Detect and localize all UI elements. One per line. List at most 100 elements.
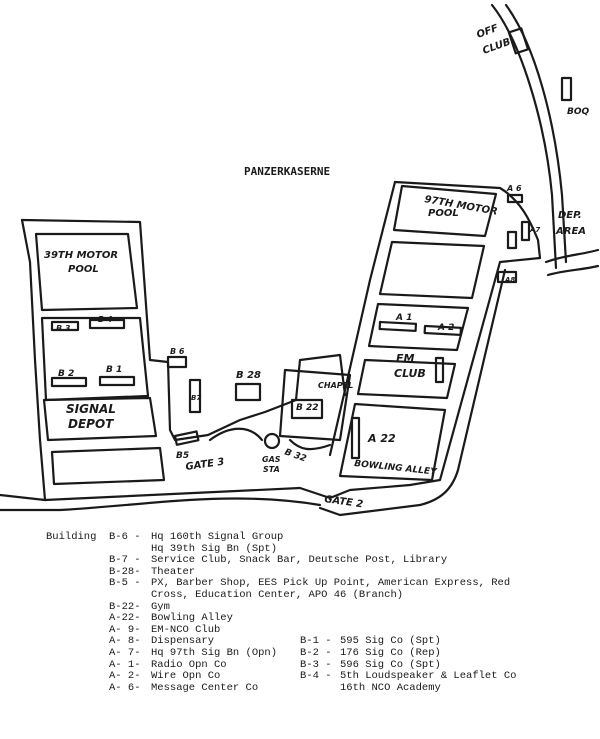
signal-depot	[42, 396, 158, 442]
gas-sta-label-1: GAS	[262, 455, 281, 464]
legend-right-entry-code: B-1 -	[300, 635, 332, 648]
motor-pool-39-label-1: 39TH MOTOR	[44, 250, 118, 261]
building-b22	[290, 398, 324, 420]
building-b6	[166, 355, 188, 369]
legend-right-entry-text: 5th Loudspeaker & Leaflet Co	[340, 670, 517, 683]
base-map: PANZERKASERNE OFF CLUB BOQ DEP. AREA 97T…	[0, 3, 600, 517]
b3-label: B 3	[56, 324, 71, 333]
em-club-building	[434, 356, 445, 384]
legend-right-entry-code: B-4 -	[300, 670, 332, 683]
legend-right-entry-text: 16th NCO Academy	[340, 681, 441, 694]
east-compound-wall	[298, 180, 542, 500]
legend-entry-text: EM-NCO Club	[151, 623, 221, 636]
building-b5	[173, 430, 200, 446]
map-title: PANZERKASERNE	[244, 165, 330, 178]
boq-building	[560, 76, 573, 102]
legend-entry-text: Gym	[151, 600, 170, 613]
b2-label: B 2	[58, 369, 74, 379]
b5-label: B5	[176, 451, 189, 461]
motor-pool-39	[34, 232, 139, 312]
a6-label: A 6	[506, 184, 522, 193]
a22-label: A 22	[367, 432, 396, 445]
bowling-block	[338, 402, 447, 482]
gate-2-label: GATE 2	[324, 494, 364, 510]
road-center	[208, 427, 332, 451]
building-b4	[88, 318, 126, 330]
chapel-label: CHAPEL	[318, 381, 353, 390]
boq-label: BOQ	[567, 107, 590, 117]
b4-label: B 4	[98, 315, 113, 324]
dep-area-road-2	[546, 264, 600, 277]
bowling-alley-label: BOWLING ALLEY	[354, 459, 439, 478]
legend-entry-text: Dispensary	[151, 635, 215, 648]
building-a22	[350, 416, 361, 460]
road-north	[490, 3, 558, 270]
gate-3-label: GATE 3	[185, 457, 225, 473]
b7-label: B7	[191, 394, 201, 402]
chapel-area	[278, 368, 352, 442]
legend-entry-code: B-6 -	[109, 531, 141, 543]
b32-label: B 32	[283, 447, 308, 464]
building-b2	[50, 376, 88, 388]
motor-pool-97	[392, 184, 498, 238]
legend-entry-text: Wire Opn Co	[151, 670, 221, 683]
a8-label: A8	[504, 276, 515, 284]
legend-entry-code: A- 9-	[109, 623, 141, 636]
building-a1	[378, 320, 418, 332]
legend-entry-code: A- 2-	[109, 670, 141, 683]
west-compound-wall	[20, 218, 347, 442]
east-block-1	[378, 240, 486, 300]
legend-right-entry-text: 176 Sig Co (Rep)	[340, 647, 441, 659]
a2-label: A 2	[437, 323, 454, 333]
legend-right-entry-text: 596 Sig Co (Spt)	[340, 658, 441, 671]
dep-area-label-1: DEP.	[558, 210, 582, 221]
legend-entry-code: B-5 -	[109, 577, 141, 590]
legend-right-entry-code: B-3 -	[300, 658, 332, 671]
building-a6	[506, 193, 524, 204]
a7-label: A7	[529, 226, 540, 234]
west-block-bottom	[50, 446, 166, 486]
road-north-inner	[504, 3, 568, 264]
building-a7b	[506, 230, 518, 250]
gas-sta-label-2: STA	[263, 465, 280, 474]
building-a2	[423, 324, 463, 336]
legend-right-entry-text: 595 Sig Co (Spt)	[340, 635, 441, 648]
b22-label: B 22	[296, 403, 319, 413]
b28-label: B 28	[236, 370, 261, 381]
legend-entry-code: A- 1-	[109, 658, 141, 671]
motor-pool-39-label-2: POOL	[68, 264, 99, 275]
building-a8	[496, 270, 518, 284]
legend-entry-text: Hq 160th Signal Group	[151, 531, 284, 543]
em-club-label-2: CLUB	[394, 367, 426, 380]
west-block-b	[40, 316, 150, 402]
gas-station	[263, 432, 281, 450]
west-road	[0, 493, 322, 512]
building-b7	[188, 378, 202, 414]
signal-depot-label-1: SIGNAL	[66, 402, 116, 416]
building-a7	[520, 220, 531, 242]
legend-entry-text: Message Center Co	[151, 681, 259, 694]
east-inner-road	[318, 268, 507, 517]
legend-right-entry-code: B-2 -	[300, 647, 332, 659]
dep-area-label-2: AREA	[555, 226, 586, 237]
building-b1	[98, 375, 136, 387]
legend-entry-code: A- 7-	[109, 647, 141, 659]
legend-entry-text: Bowling Alley	[151, 612, 233, 625]
building-b28	[234, 382, 262, 402]
legend-entry-text: Hq 39th Sig Bn (Spt)	[151, 542, 278, 555]
dep-area-road	[544, 248, 600, 264]
legend-entry-code: A- 6-	[109, 681, 141, 694]
legend-entry-text: Hq 97th Sig Bn (Opn)	[151, 647, 278, 659]
b6-label: B 6	[170, 347, 185, 356]
legend-entry-text: Cross, Education Center, APO 46 (Branch)	[151, 589, 404, 601]
b1-label: B 1	[106, 365, 122, 375]
legend-entry-text: PX, Barber Shop, EES Pick Up Point, Amer…	[151, 577, 511, 590]
legend-entry-code: A-22-	[109, 612, 141, 625]
legend-entry-text: Service Club, Snack Bar, Deutsche Post, …	[151, 554, 448, 567]
off-club-label-2: CLUB	[481, 37, 512, 57]
legend-building-prefix: Building	[46, 531, 97, 543]
legend-entry-code: A- 8-	[109, 635, 141, 648]
west-compound-lower	[20, 218, 302, 502]
